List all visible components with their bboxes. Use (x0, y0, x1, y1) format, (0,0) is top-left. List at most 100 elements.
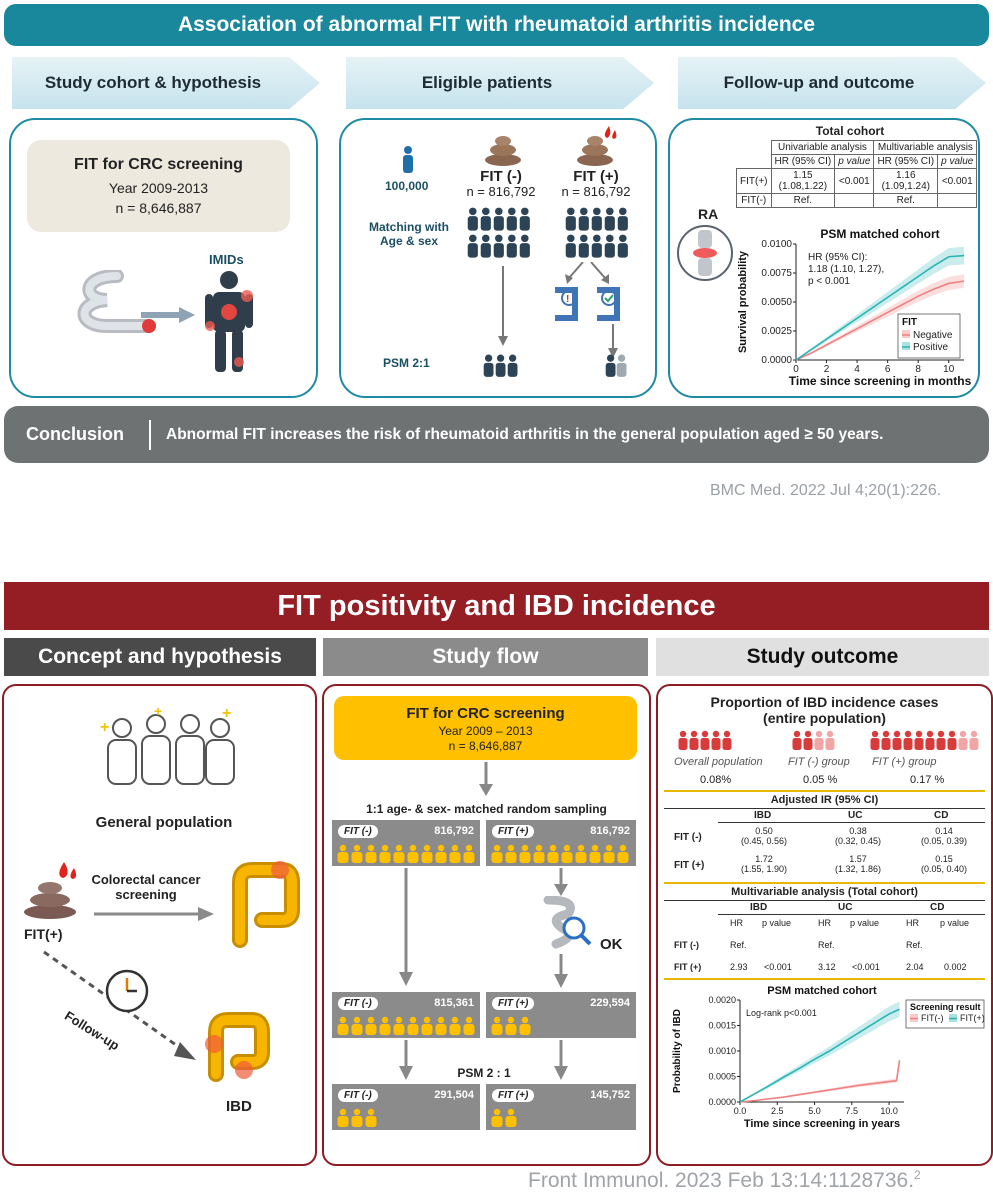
knee-joint-icon (677, 225, 733, 281)
person-body (700, 738, 710, 750)
stool-negative-icon (485, 136, 521, 166)
group-overall: Overall population (674, 756, 763, 768)
bottom-citation-text: Front Immunol. 2023 Feb 13:14:1128736. (528, 1169, 915, 1192)
y-tick-label: 0.0025 (761, 326, 792, 337)
overall-people-icon (678, 730, 732, 750)
person-body (506, 216, 517, 231)
person-body (565, 243, 576, 258)
stool-blood-icon (24, 862, 77, 919)
person-head (904, 730, 912, 738)
person-body (480, 216, 491, 231)
pos-group-people-icon (565, 207, 628, 258)
svg-text:+: + (100, 719, 109, 736)
person-body (575, 852, 587, 863)
person-head (409, 1016, 417, 1024)
person-head (619, 234, 627, 243)
person-body (379, 1024, 391, 1035)
person-body (493, 243, 504, 258)
fit-pos-label: FIT (+) (573, 168, 619, 185)
divider (718, 914, 985, 915)
person-head (563, 844, 571, 852)
person-body (591, 243, 602, 258)
person-body (814, 738, 824, 750)
flow-n: n = 8,646,887 (448, 739, 523, 753)
svg-text:+: + (154, 708, 162, 719)
value-fitneg: 0.05 % (803, 774, 838, 786)
ir-cell: 0.38(0.32, 0.45) (834, 826, 882, 846)
person-head (339, 1016, 347, 1024)
person-body (803, 738, 813, 750)
person-body (337, 1024, 349, 1035)
fitpos-people-icon (870, 730, 979, 750)
person-head (605, 844, 613, 852)
person-head (690, 730, 698, 738)
person-head (395, 844, 403, 852)
person-head (409, 844, 417, 852)
person-head (469, 234, 477, 243)
arrow-eligible: Eligible patients (346, 57, 654, 109)
person-head (521, 844, 529, 852)
person-head (521, 1016, 529, 1024)
person-body (435, 852, 447, 863)
person-head (567, 207, 575, 216)
person-head (793, 730, 801, 738)
person-body (958, 738, 968, 750)
person-head (339, 1108, 347, 1116)
person-body (947, 738, 957, 750)
fit-positive-label: FIT(+) (24, 926, 63, 942)
mv-cell: Ref. (818, 940, 835, 950)
flow-box-pos-3: FIT (+) 145,752 (486, 1084, 636, 1130)
hazard-ratio-table: Univariable analysis Multivariable analy… (736, 140, 978, 208)
people-row-icon (491, 844, 629, 863)
legend-title: Screening result (910, 1002, 981, 1012)
person-head (606, 354, 615, 362)
psm-label: PSM 2:1 (383, 356, 430, 370)
y-tick-label: 0.0020 (708, 995, 736, 1005)
hr-cell (937, 193, 978, 208)
eligible-panel: 100,000 Matching with Age & sex PSM 2:1 … (339, 118, 657, 398)
person-body (547, 852, 559, 863)
person-body (617, 852, 629, 863)
mv-cell: 2.93 (730, 962, 748, 972)
chart-annotation: 1.18 (1.10, 1.27), (808, 264, 884, 275)
cohort-panel: FIT for CRC screening Year 2009-2013 n =… (9, 118, 318, 398)
mv-cell: Ref. (730, 940, 747, 950)
person-body (792, 738, 802, 750)
x-tick-label: 6 (885, 364, 891, 375)
screening-label: Colorectal cancer screening (91, 872, 201, 902)
ir-cell: 0.50(0.45, 0.56) (740, 826, 788, 846)
person-body (533, 852, 545, 863)
follow-up-arrow (43, 950, 196, 1060)
flow-panel: FIT for CRC screening Year 2009 – 2013 n… (322, 684, 651, 1166)
y-tick-label: 0.0005 (708, 1072, 736, 1082)
x-tick-label: 2 (824, 364, 830, 375)
svg-text:!: ! (566, 294, 569, 305)
group-fitpos: FIT (+) group (872, 756, 937, 768)
x-axis-label: Time since screening in years (744, 1118, 900, 1130)
mv-cell: <0.001 (852, 962, 880, 972)
mv-title: Multivariable analysis (Total cohort) (731, 886, 918, 898)
people-row-icon (491, 1108, 517, 1127)
mv-cell: 3.12 (818, 962, 836, 972)
series-ci-band (740, 1056, 900, 1102)
person-body (506, 243, 517, 258)
person-body (507, 362, 518, 377)
hr-sub-2: HR (95% CI) (873, 154, 939, 169)
fitneg-people-icon (792, 730, 835, 750)
person-head (353, 1016, 361, 1024)
hr-row-fitpos: FIT(+) 1.15 (1.08,1.22) <0.001 1.16 (1.0… (736, 168, 978, 194)
general-population-label: General population (95, 814, 233, 831)
legend-entry: FIT(-) (921, 1013, 944, 1023)
pos-psm-people-icon (605, 354, 627, 377)
person-body (449, 852, 461, 863)
person-head (815, 730, 823, 738)
person-head (826, 730, 834, 738)
person-head (606, 207, 614, 216)
mv-cell: 2.04 (906, 962, 924, 972)
person-body (617, 243, 628, 258)
person-head (493, 1108, 501, 1116)
person-head (893, 730, 901, 738)
arrow-right-icon (141, 307, 195, 323)
value-overall: 0.08% (700, 774, 732, 786)
legend-box (897, 313, 961, 359)
